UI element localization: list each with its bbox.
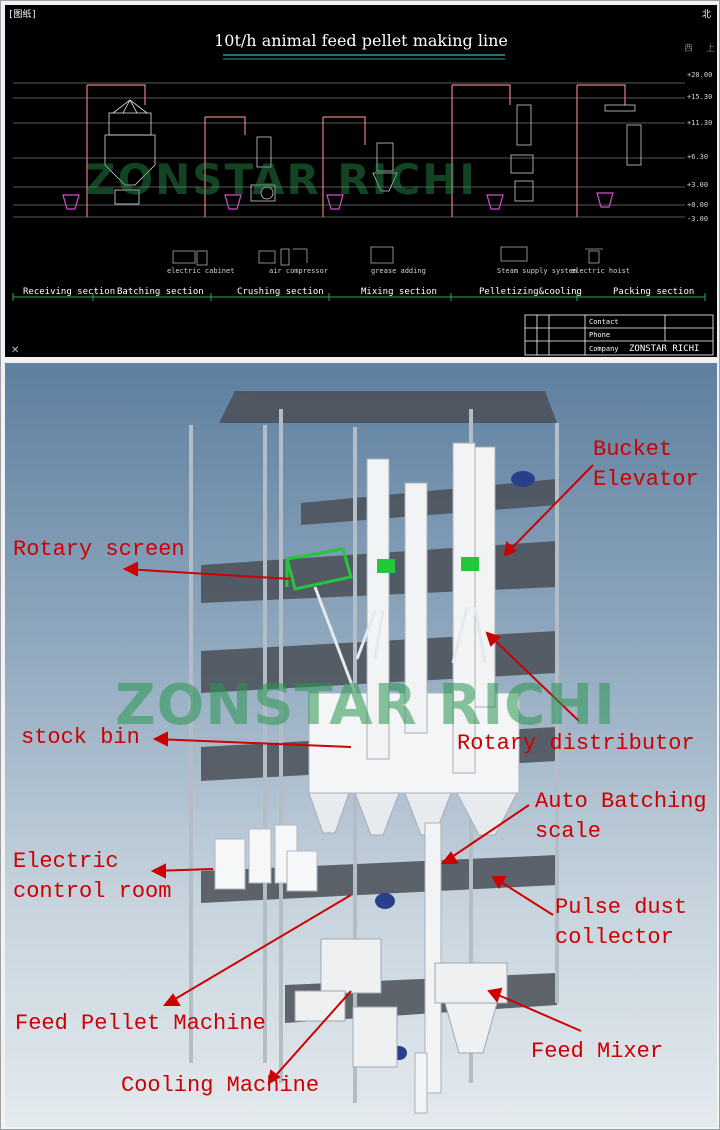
label-feed-mixer: Feed Mixer (531, 1039, 664, 1064)
svg-text:✕: ✕ (11, 345, 19, 356)
section-label: Mixing section (361, 287, 437, 297)
label-auto-batching-scale: Auto Batching scale (535, 789, 707, 844)
label-feed-pellet-machine: Feed Pellet Machine (15, 1011, 266, 1036)
label-stock-bin: stock bin (21, 725, 140, 750)
plant-structure (122, 391, 594, 1114)
level-label: +15.30 (687, 93, 713, 101)
label-rotary-screen: Rotary screen (13, 537, 185, 562)
label-rotary-distributor: Rotary distributor (457, 731, 695, 756)
compass-west-label: 西 (683, 44, 693, 54)
level-label: +20.00 (687, 71, 713, 79)
level-label: -3.00 (687, 215, 709, 223)
equipment-label: electric cabinet (167, 267, 235, 275)
title-block-contact: Contact (589, 318, 619, 326)
level-label: +6.30 (687, 153, 709, 161)
drawing-watermark: ZONSTAR RICHI (85, 155, 477, 204)
compass-north-label: 北 (701, 10, 711, 20)
label-pulse-dust-collector: Pulse dust collector (555, 895, 688, 950)
process-lines: ✕ (11, 54, 714, 356)
level-label: +0.00 (687, 201, 709, 209)
level-label: +3.00 (687, 181, 709, 189)
section-label: Receiving section (23, 287, 116, 297)
title-block-phone: Phone (589, 331, 611, 339)
section-label: Crushing section (237, 287, 324, 297)
section-label: Pelletizing&cooling (479, 287, 582, 297)
drawing-title: 10t/h animal feed pellet making line (214, 31, 508, 50)
compass-up-label: 上 (705, 44, 715, 54)
label-cooling-machine: Cooling Machine (121, 1073, 320, 1098)
plant-watermark: ZONSTAR RICHI (115, 673, 616, 738)
label-bucket-elevator: Bucket Elevator (593, 437, 699, 492)
equipment-label: grease adding (371, 267, 426, 275)
level-label: +11.30 (687, 119, 713, 127)
drawing-tab-label: [图纸] (8, 10, 37, 20)
title-block-company: Company (589, 345, 619, 353)
section-label: Batching section (117, 287, 204, 297)
equipment-label: Steam supply system (497, 267, 578, 275)
label-electric-control-room: Electric control room (13, 849, 172, 904)
title-block-company-name: ZONSTAR RICHI (629, 344, 700, 354)
section-label: Packing section (613, 287, 695, 297)
equipment-label: electric hoist (571, 267, 631, 275)
equipment-label: air compressor (269, 267, 329, 275)
plant-3d-illustration: ZONSTAR RICHI Bucket Elevator Rotary scr… (5, 363, 717, 1127)
process-flow-drawing: [图纸] 北 西 上 10t/h animal feed pellet maki… (5, 5, 717, 357)
